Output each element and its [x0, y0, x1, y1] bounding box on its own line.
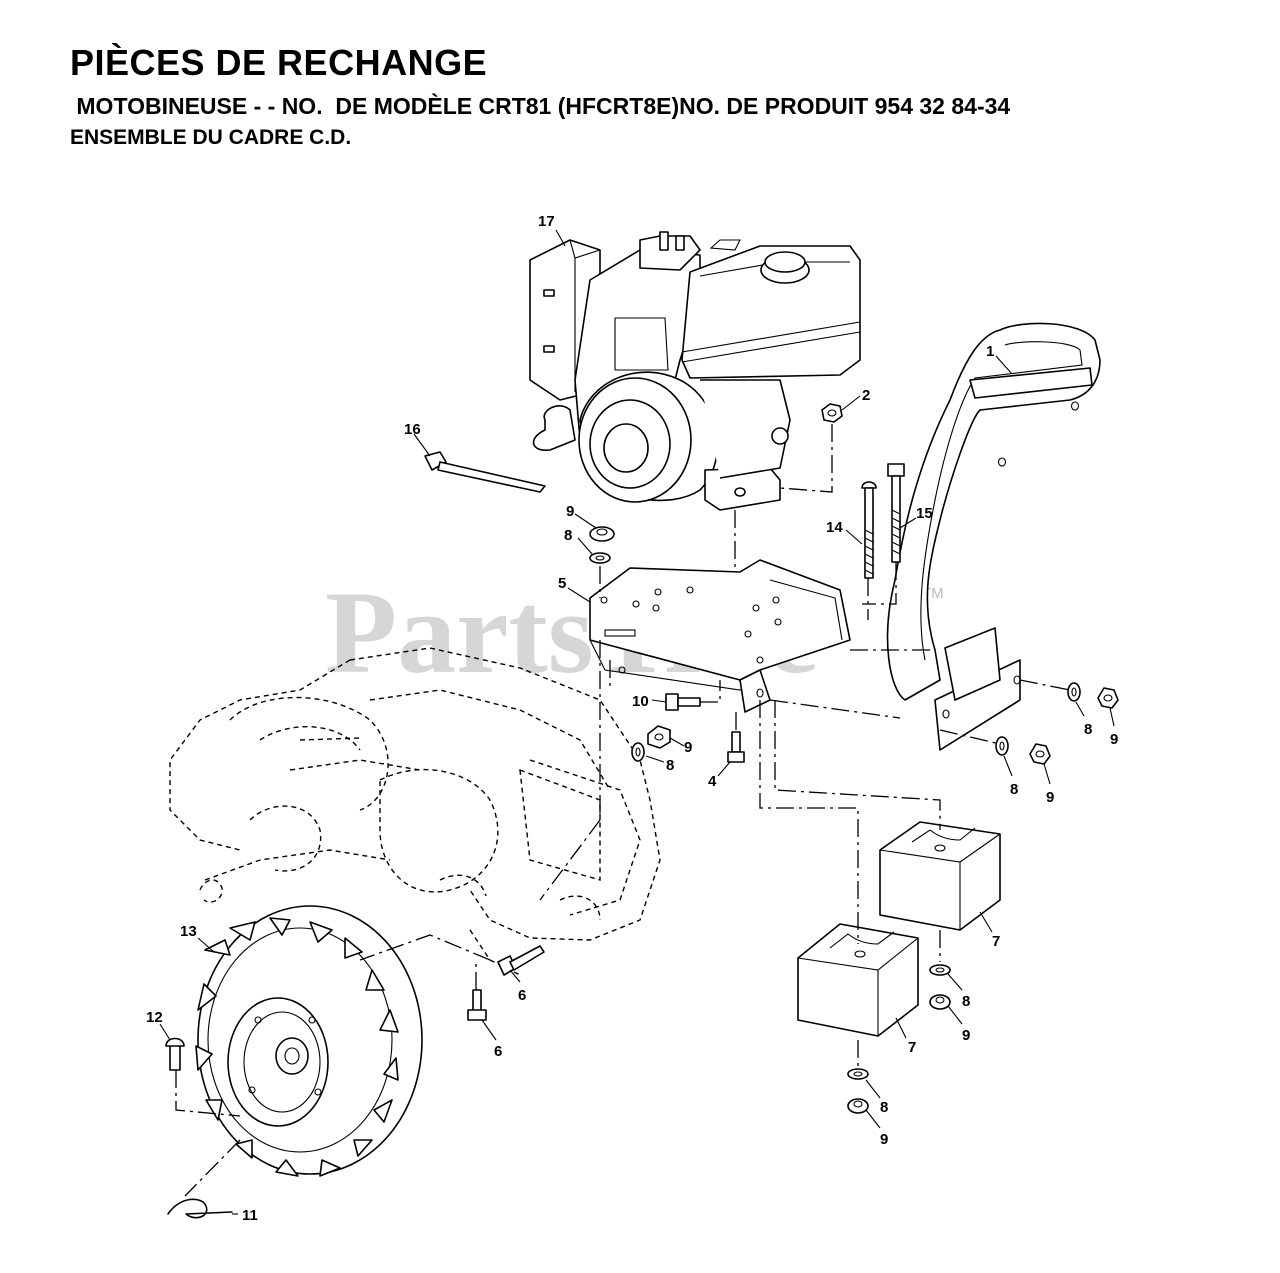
leader-lines — [159, 229, 1115, 1215]
model-subtitle: MOTOBINEUSE - - NO. DE MODÈLE CRT81 (HFC… — [70, 92, 1011, 119]
nut-9-engine — [589, 526, 615, 542]
callout-6-upper: 6 — [518, 987, 526, 1004]
callout-8-weight-upper: 8 — [962, 993, 970, 1010]
washer-8-mid — [631, 742, 645, 762]
callout-9-right-mid: 9 — [1046, 789, 1054, 806]
callout-17: 17 — [538, 213, 555, 230]
nut-9-weight-upper — [929, 994, 951, 1010]
callout-9-weight-lower: 9 — [880, 1131, 888, 1148]
nut-9-right-mid — [1029, 743, 1051, 765]
page-title: PIÈCES DE RECHANGE — [70, 42, 488, 83]
callout-5: 5 — [558, 575, 566, 592]
nut-9-weight-lower — [847, 1098, 869, 1114]
assembly-name: ENSEMBLE DU CADRE C.D. — [70, 126, 352, 150]
callout-9-weight-upper: 9 — [962, 1027, 970, 1044]
assembly-guide-lines — [175, 424, 1071, 1197]
callout-2: 2 — [862, 387, 870, 404]
nut-2 — [821, 403, 843, 423]
cable-tie-16 — [424, 451, 546, 493]
nut-9-mid — [647, 725, 671, 749]
callout-labels: 17 1 2 16 9 8 5 14 15 10 9 8 4 8 9 8 9 7… — [146, 213, 1118, 1224]
callout-9-right-top: 9 — [1110, 731, 1118, 748]
washer-8-weight-lower — [847, 1068, 869, 1080]
callout-15: 15 — [916, 505, 933, 522]
callout-9-engine: 9 — [566, 503, 574, 520]
washer-8-right-mid — [995, 736, 1009, 756]
callout-11: 11 — [242, 1207, 258, 1224]
transmission-housing-reference — [169, 647, 661, 976]
hairpin-clip-11 — [167, 1198, 233, 1219]
bolt-6-upper — [497, 945, 545, 976]
callout-8-mid: 8 — [666, 757, 674, 774]
washer-8-right-top — [1067, 682, 1081, 702]
mounting-bracket-5 — [589, 559, 851, 713]
callout-1: 1 — [986, 343, 994, 360]
bolt-6-lower — [467, 989, 487, 1021]
callout-8-engine: 8 — [564, 527, 572, 544]
callout-8-right-mid: 8 — [1010, 781, 1018, 798]
callout-4: 4 — [708, 773, 717, 790]
callout-14: 14 — [826, 519, 843, 536]
callout-8-weight-lower: 8 — [880, 1099, 888, 1116]
callout-12: 12 — [146, 1009, 163, 1026]
callout-13: 13 — [180, 923, 197, 940]
page-header: PIÈCES DE RECHANGE MOTOBINEUSE - - NO. D… — [70, 44, 1010, 154]
bolt-14 — [861, 481, 877, 579]
callout-8-right-top: 8 — [1084, 721, 1092, 738]
washer-8-weight-upper — [929, 964, 951, 976]
wheel-13 — [195, 905, 423, 1177]
bolt-4 — [727, 731, 745, 763]
weight-7-lower — [797, 923, 919, 1037]
engine-17 — [529, 231, 861, 511]
callout-7-lower: 7 — [908, 1039, 916, 1056]
callout-9-mid: 9 — [684, 739, 692, 756]
callout-7-upper: 7 — [992, 933, 1000, 950]
callout-10: 10 — [632, 693, 649, 710]
callout-6-lower: 6 — [494, 1043, 502, 1060]
weight-7-upper — [879, 821, 1001, 931]
nut-9-right-top — [1097, 687, 1119, 709]
handle-bar-1 — [886, 322, 1101, 751]
callout-16: 16 — [404, 421, 421, 438]
washer-8-engine — [589, 552, 611, 564]
clevis-pin-12 — [165, 1037, 185, 1071]
